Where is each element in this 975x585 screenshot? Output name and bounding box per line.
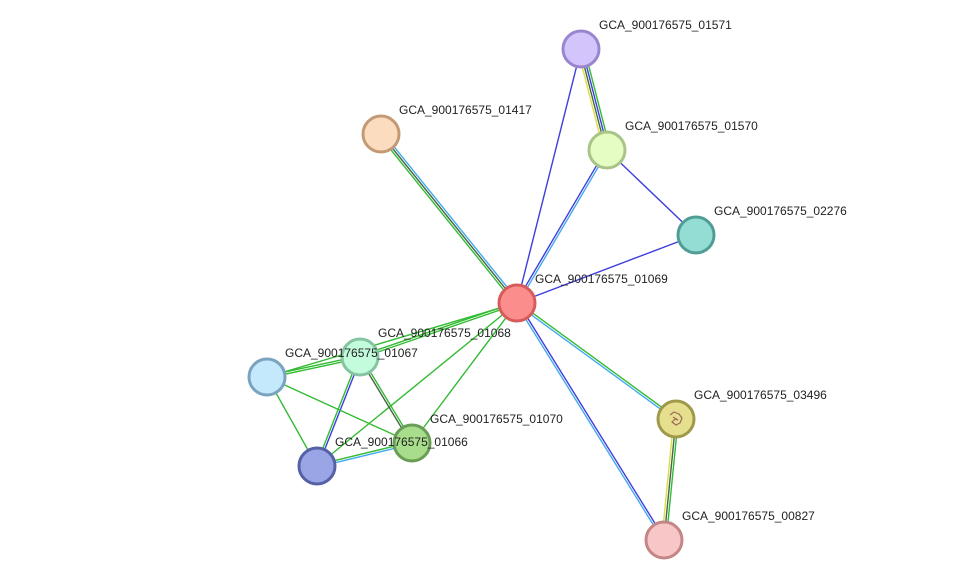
nodes-layer <box>247 29 716 560</box>
edge-evidence-line <box>380 133 518 304</box>
edge-evidence-line <box>315 356 360 466</box>
node-gca-900176575-00827[interactable] <box>644 520 684 560</box>
edge-evidence-line <box>360 303 518 359</box>
edge-n01069-n00827 <box>515 302 666 541</box>
edge-n01570-n02276 <box>606 149 697 236</box>
edge-evidence-line <box>517 150 609 304</box>
edge-evidence-line <box>663 418 677 541</box>
edge-n03496-n00827 <box>661 418 679 541</box>
protein-structure-icon <box>669 411 683 426</box>
edge-n01069-n01570 <box>515 149 609 304</box>
edge-n01069-n03496 <box>515 301 678 421</box>
edge-evidence-line <box>316 302 518 467</box>
node-gca-900176575-01417[interactable] <box>361 114 401 154</box>
labels-layer: GCA_900176575_01069 GCA_900176575_01571GC… <box>285 18 847 523</box>
node-gca-900176575-02276[interactable] <box>676 215 716 255</box>
edge-evidence-line <box>378 134 516 305</box>
edge-evidence-line <box>515 303 676 421</box>
node-label: GCA_900176575_03496 <box>694 388 827 402</box>
edge-evidence-line <box>517 301 678 419</box>
edge-n01069-n01070 <box>411 302 518 444</box>
node-gca-900176575-01067[interactable] <box>247 357 287 397</box>
edge-evidence-line <box>266 376 413 444</box>
node-label: GCA_900176575_01066 <box>335 435 468 449</box>
edge-n01068-n01066 <box>315 356 362 467</box>
edge-n01069-n02276 <box>516 234 697 304</box>
node-gca-900176575-01066[interactable] <box>297 446 337 486</box>
node-label: GCA_900176575_01067 <box>285 346 418 360</box>
edge-n01069-n01067 <box>266 302 518 378</box>
node-label: GCA_900176575_01570 <box>625 119 758 133</box>
edge-evidence-line <box>516 234 697 304</box>
edge-evidence-line <box>266 302 518 378</box>
node-label: GCA_900176575_02276 <box>714 204 847 218</box>
node-label: GCA_900176575_00827 <box>682 509 815 523</box>
edge-evidence-line <box>515 303 664 541</box>
edge-evidence-line <box>317 357 362 467</box>
node-label: GCA_900176575_01068 <box>378 326 511 340</box>
node-label: GCA_900176575_01571 <box>599 18 732 32</box>
edge-evidence-line <box>665 419 679 541</box>
node-gca-900176575-01069[interactable] <box>497 283 537 323</box>
edge-evidence-line <box>411 302 518 444</box>
edge-evidence-line <box>606 149 697 236</box>
edge-n01069-n01066 <box>316 302 518 467</box>
node-gca-900176575-01068[interactable] <box>340 337 380 377</box>
edge-evidence-line <box>517 302 666 540</box>
node-label: GCA_900176575_01070 <box>430 412 563 426</box>
edge-n01069-n01571 <box>516 48 582 304</box>
edge-evidence-line <box>516 48 582 304</box>
node-label: GCA_900176575_01069 <box>535 272 668 286</box>
edge-evidence-line <box>515 149 607 303</box>
edge-evidence-line <box>661 418 675 540</box>
edge-evidence-line <box>382 132 520 303</box>
node-gca-900176575-01570[interactable] <box>587 130 627 170</box>
node-gca-900176575-01070[interactable] <box>392 423 432 463</box>
edge-n01067-n01070 <box>266 376 413 444</box>
node-gca-900176575-01571[interactable] <box>561 29 601 69</box>
edge-n01069-n01417 <box>378 132 520 305</box>
node-label: GCA_900176575_01417 <box>399 103 532 117</box>
